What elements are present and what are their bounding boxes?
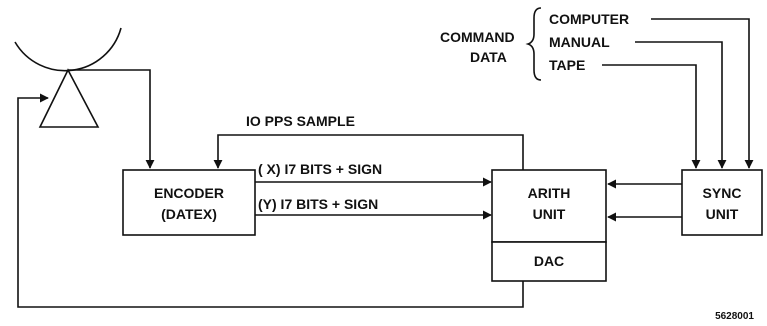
sync-unit-block — [681, 169, 763, 236]
arith-sublabel: UNIT — [533, 206, 566, 222]
antenna-pedestal-icon — [38, 68, 100, 128]
figure-id: 5628001 — [715, 311, 754, 322]
source-manual-label: MANUAL — [549, 34, 610, 50]
sync-label: SYNC — [703, 185, 742, 201]
command-data-subheading: DATA — [470, 49, 507, 65]
sync-sublabel: UNIT — [706, 206, 739, 222]
antenna-to-encoder-line — [68, 69, 155, 169]
antenna-dish-icon — [14, 27, 122, 72]
source-computer-label: COMPUTER — [549, 11, 629, 27]
command-data-brace — [525, 7, 542, 81]
arith-label: ARITH — [528, 185, 571, 201]
command-data-heading: COMMAND — [440, 29, 515, 45]
dac-feedback-line — [17, 93, 524, 308]
computer-to-sync-line — [651, 18, 754, 169]
y-bits-label: (Y) I7 BITS + SIGN — [258, 196, 378, 212]
manual-to-sync-line — [635, 41, 727, 169]
dac-label: DAC — [534, 253, 564, 269]
sample-label: IO PPS SAMPLE — [246, 113, 355, 129]
encoder-label: ENCODER — [154, 185, 224, 201]
dac-block — [491, 241, 607, 282]
encoder-sublabel: (DATEX) — [161, 206, 217, 222]
source-tape-label: TAPE — [549, 57, 585, 73]
x-bits-label: ( X) I7 BITS + SIGN — [258, 161, 382, 177]
sample-line — [213, 134, 524, 170]
tape-to-sync-line — [602, 64, 701, 169]
encoder-block — [122, 169, 256, 236]
arith-unit-block — [491, 169, 607, 243]
